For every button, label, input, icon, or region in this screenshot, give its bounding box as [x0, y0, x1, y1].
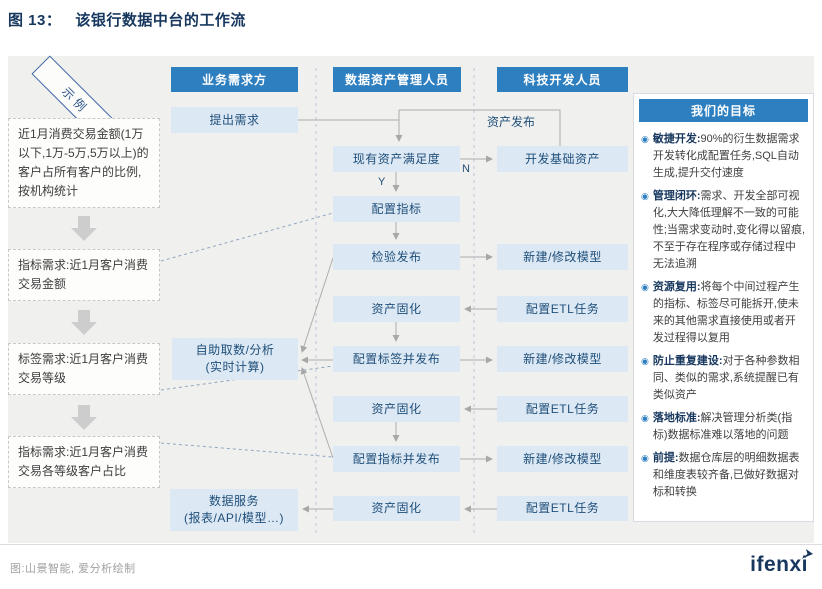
goals-panel-header: 我们的目标	[639, 99, 808, 122]
node-self-service-analysis: 自助取数/分析 (实时计算)	[172, 338, 298, 380]
goal-item: ◉前提:数据仓库层的明细数据表和维度表较齐备,已做好数据对标和转换	[641, 450, 806, 501]
example-metric-demand-2: 指标需求:近1月客户消费交易各等级客户占比	[8, 436, 160, 488]
goal-item: ◉落地标准:解决管理分析类(指标)数据标准难以落地的问题	[641, 410, 806, 444]
figure-number: 图 13：	[8, 12, 62, 29]
example-metric-demand-1: 指标需求:近1月客户消费交易金额	[8, 249, 160, 301]
node-raise-demand: 提出需求	[171, 107, 298, 133]
node-model-3: 新建/修改模型	[497, 446, 628, 472]
node-etl-3: 配置ETL任务	[497, 496, 628, 521]
node-model-1: 新建/修改模型	[497, 244, 628, 270]
bullet-icon: ◉	[641, 413, 649, 423]
lane-header-tech-developers: 科技开发人员	[497, 67, 628, 92]
node-model-2: 新建/修改模型	[497, 346, 628, 372]
bullet-icon: ◉	[641, 453, 649, 463]
goal-item: ◉资源复用:将每个中间过程产生的指标、标签尽可能拆开,使未来的其他需求直接使用或…	[641, 279, 806, 347]
lane-header-business: 业务需求方	[171, 67, 298, 92]
node-etl-1: 配置ETL任务	[497, 296, 628, 322]
figure-title-text: 该银行数据中台的工作流	[75, 12, 246, 29]
node-config-metric-publish: 配置指标并发布	[333, 446, 460, 472]
footer: 图:山景智能, 爱分析绘制 ifenxi	[0, 544, 822, 589]
goals-panel: 我们的目标 ◉敏捷开发:90%的衍生数据需求开发转化成配置任务,SQL自动生成,…	[633, 93, 814, 522]
node-asset-satisfaction: 现有资产满足度	[333, 146, 460, 172]
node-etl-2: 配置ETL任务	[497, 396, 628, 422]
node-verify-publish: 检验发布	[333, 244, 460, 270]
logo-arrow-icon	[801, 549, 813, 559]
goal-item: ◉管理闭环:需求、开发全部可视化,大大降低理解不一致的可能性;当需求变动时,变化…	[641, 188, 806, 273]
node-config-metric: 配置指标	[333, 196, 460, 222]
bullet-icon: ◉	[641, 191, 649, 201]
edge-label-no: N	[462, 163, 470, 175]
node-asset-solidify-1: 资产固化	[333, 296, 460, 322]
edge-label-asset-publish: 资产发布	[487, 115, 536, 129]
example-case: 近1月消费交易金额(1万以下,1万-5万,5万以上)的客户占所有客户的比例,按机…	[8, 118, 160, 208]
node-data-service: 数据服务 (报表/API/模型…)	[170, 489, 298, 531]
bullet-icon: ◉	[641, 282, 649, 292]
figure-title: 图 13： 该银行数据中台的工作流	[8, 9, 246, 30]
lane-header-asset-managers: 数据资产管理人员	[333, 67, 461, 92]
goal-item: ◉敏捷开发:90%的衍生数据需求开发转化成配置任务,SQL自动生成,提升交付速度	[641, 131, 806, 182]
goal-item: ◉防止重复建设:对于各种参数相同、类似的需求,系统提醒已有类似资产	[641, 353, 806, 404]
bullet-icon: ◉	[641, 134, 649, 144]
source-credit: 图:山景智能, 爱分析绘制	[10, 563, 136, 575]
down-arrow-icon	[71, 405, 97, 430]
node-asset-solidify-3: 资产固化	[333, 496, 460, 521]
node-asset-solidify-2: 资产固化	[333, 396, 460, 422]
node-develop-base-asset: 开发基础资产	[497, 146, 628, 172]
example-tag-demand: 标签需求:近1月客户消费交易等级	[8, 343, 160, 395]
ifenxi-logo: ifenxi	[750, 549, 813, 577]
bullet-icon: ◉	[641, 356, 649, 366]
down-arrow-icon	[71, 310, 97, 335]
edge-label-yes: Y	[378, 176, 386, 188]
down-arrow-icon	[71, 216, 97, 241]
goals-list: ◉敏捷开发:90%的衍生数据需求开发转化成配置任务,SQL自动生成,提升交付速度…	[634, 127, 813, 501]
node-config-tag-publish: 配置标签并发布	[333, 346, 460, 372]
